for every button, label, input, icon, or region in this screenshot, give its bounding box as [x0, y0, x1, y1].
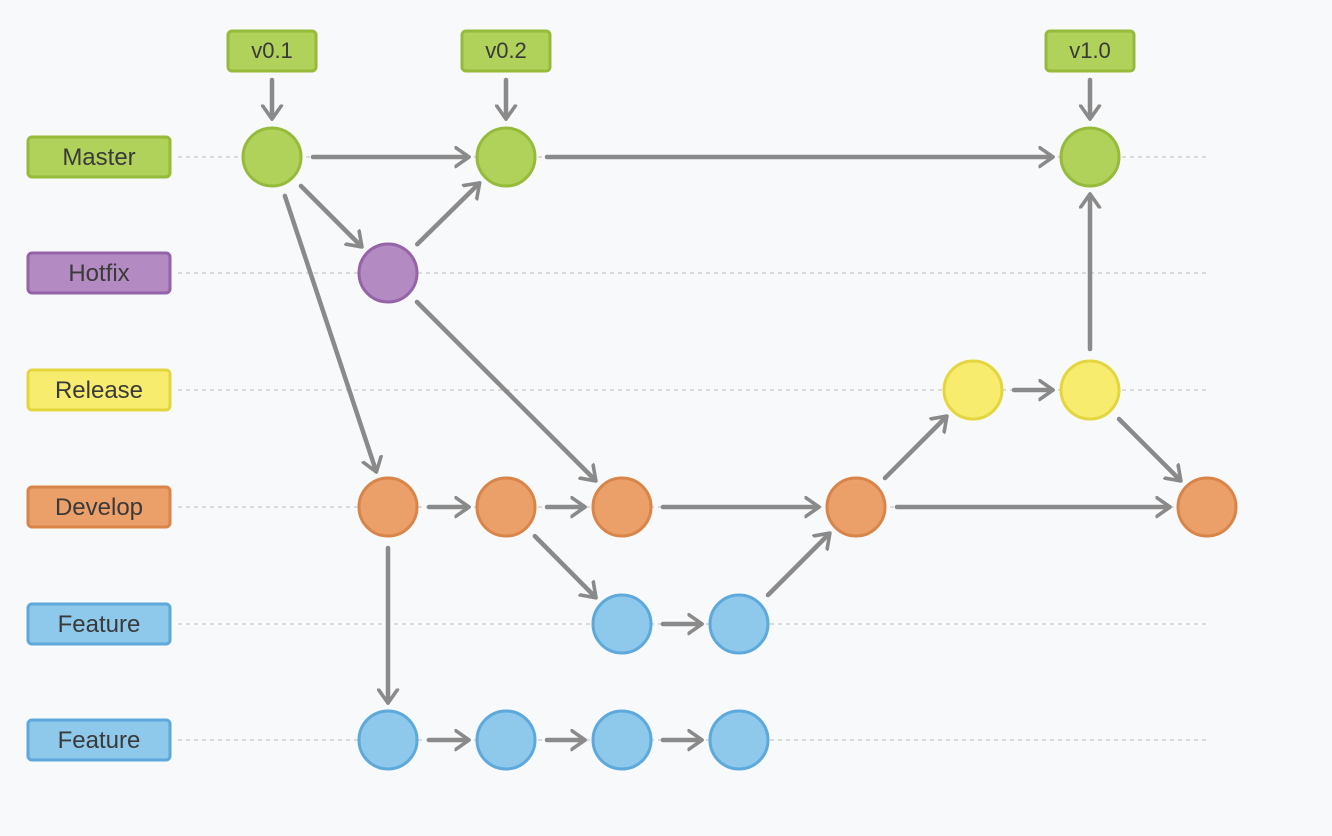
- commit-fa2: [708, 593, 770, 655]
- version-tag-box: [1044, 29, 1136, 73]
- branch-label-hotfix: Hotfix: [26, 251, 172, 295]
- branch-label-text: Master: [62, 144, 135, 171]
- edge-m1-to-h1: [298, 183, 361, 246]
- commit-fa1: [591, 593, 653, 655]
- commit-fb2: [475, 709, 537, 771]
- branch-label-master: Master: [26, 135, 172, 179]
- branch-label-feature1: Feature: [26, 602, 172, 646]
- commit-m3: [1059, 126, 1121, 188]
- commit-m2: [475, 126, 537, 188]
- version-tag-v01: v0.1: [226, 29, 318, 118]
- edge-d4-to-r1: [882, 417, 946, 481]
- commit-fb1: [357, 709, 419, 771]
- branch-label-feature2: Feature: [26, 718, 172, 762]
- commit-d3: [591, 476, 653, 538]
- edge-r2-to-d5: [1116, 416, 1180, 480]
- commit-fb4: [708, 709, 770, 771]
- branch-label-box: [26, 251, 172, 295]
- commits-layer: [241, 126, 1238, 771]
- branch-label-text: Release: [55, 377, 143, 404]
- version-tag-v02: v0.2: [460, 29, 552, 118]
- lanes-layer: [178, 156, 1210, 741]
- edge-d2-to-fa1: [532, 533, 595, 597]
- branch-label-box: [26, 368, 172, 412]
- version-tag-text: v1.0: [1069, 38, 1111, 63]
- branch-label-text: Hotfix: [68, 260, 129, 287]
- branch-label-box: [26, 718, 172, 762]
- branch-label-text: Feature: [58, 727, 141, 754]
- version-tag-box: [460, 29, 552, 73]
- commit-d2: [475, 476, 537, 538]
- commit-h1: [357, 242, 419, 304]
- commit-m1: [241, 126, 303, 188]
- commit-d1: [357, 476, 419, 538]
- commit-r1: [942, 359, 1004, 421]
- branch-label-box: [26, 135, 172, 179]
- version-tag-text: v0.2: [485, 38, 527, 63]
- edge-m1-to-d1: [282, 193, 376, 471]
- commit-d4: [825, 476, 887, 538]
- edges-layer: [282, 157, 1180, 740]
- edge-fa2-to-d4: [765, 534, 829, 598]
- branch-label-text: Feature: [58, 611, 141, 638]
- branch-label-box: [26, 485, 172, 529]
- tags-layer: v0.1 v0.2 v1.0: [226, 29, 1136, 118]
- version-tag-v10: v1.0: [1044, 29, 1136, 118]
- version-tag-text: v0.1: [251, 38, 293, 63]
- branch-label-box: [26, 602, 172, 646]
- version-tag-box: [226, 29, 318, 73]
- branch-label-text: Develop: [55, 494, 143, 521]
- commit-d5: [1176, 476, 1238, 538]
- branch-label-release: Release: [26, 368, 172, 412]
- branch-label-develop: Develop: [26, 485, 172, 529]
- commit-r2: [1059, 359, 1121, 421]
- edge-h1-to-m2: [414, 184, 479, 247]
- commit-fb3: [591, 709, 653, 771]
- edge-h1-to-d3: [414, 299, 595, 480]
